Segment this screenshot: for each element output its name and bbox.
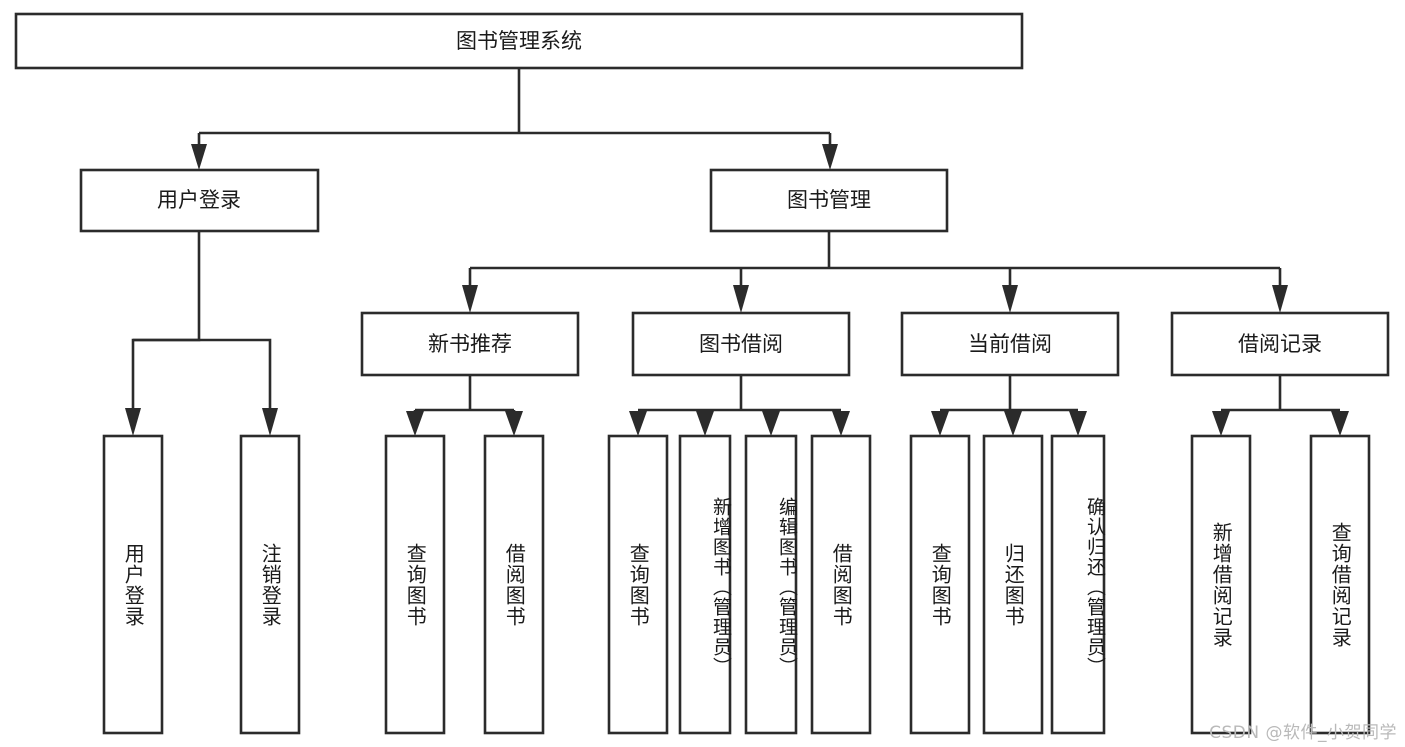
arrow-head-leaf-user-logout xyxy=(262,408,278,436)
arrow-head-leaf-edit-book xyxy=(762,411,780,436)
connector-layer xyxy=(125,68,1349,436)
node-new-book-rec[interactable]: 新书推荐 xyxy=(360,311,580,377)
node-user-login-box[interactable] xyxy=(79,168,320,233)
arrow-head-leaf-user-login xyxy=(125,408,141,436)
leaf-query-book-1-box[interactable] xyxy=(384,434,446,735)
node-root[interactable]: 图书管理系统 xyxy=(14,12,1024,70)
arrow-head-leaf-query-book-3 xyxy=(931,411,949,436)
node-book-borrow-box[interactable] xyxy=(631,311,851,377)
node-book-borrow-label: 图书借阅 xyxy=(699,332,783,356)
node-current-borrow[interactable]: 当前借阅 xyxy=(900,311,1120,377)
node-user-login-label: 用户登录 xyxy=(157,188,241,212)
node-root-label: 图书管理系统 xyxy=(456,29,582,53)
leaf-query-record-box[interactable] xyxy=(1309,434,1371,735)
node-borrow-record-box[interactable] xyxy=(1170,311,1390,377)
arrow-head-current-borrow xyxy=(1002,285,1018,313)
connector-userlogin-bus xyxy=(133,338,272,410)
arrow-head-leaf-add-book xyxy=(696,411,714,436)
arrow-head-leaf-query-record xyxy=(1331,411,1349,436)
leaf-return-book-box[interactable] xyxy=(982,434,1044,735)
arrow-head-leaf-confirm-return xyxy=(1069,411,1087,436)
arrow-head-book-borrow xyxy=(733,285,749,313)
node-borrow-record-label: 借阅记录 xyxy=(1238,332,1322,356)
node-new-book-rec-box[interactable] xyxy=(360,311,580,377)
leaf-box-layer xyxy=(102,434,1371,735)
arrow-head-leaf-return-book xyxy=(1004,411,1022,436)
node-book-manage-label: 图书管理 xyxy=(787,188,871,212)
node-new-book-rec-label: 新书推荐 xyxy=(428,332,512,356)
node-book-manage-box[interactable] xyxy=(709,168,949,233)
arrow-head-borrow-record xyxy=(1272,285,1288,313)
arrow-head-leaf-query-book-2 xyxy=(629,411,647,436)
node-root-box[interactable] xyxy=(14,12,1024,70)
node-book-borrow[interactable]: 图书借阅 xyxy=(631,311,851,377)
arrow-head-user-login xyxy=(191,144,207,170)
arrow-head-leaf-borrow-book-1 xyxy=(505,411,523,436)
leaf-query-book-3-box[interactable] xyxy=(909,434,971,735)
arrow-head-leaf-query-book-1 xyxy=(406,411,424,436)
leaf-edit-book-box[interactable] xyxy=(744,434,798,735)
arrow-head-book-manage xyxy=(822,144,838,170)
arrow-head-leaf-borrow-book-2 xyxy=(832,411,850,436)
node-current-borrow-box[interactable] xyxy=(900,311,1120,377)
node-current-borrow-label: 当前借阅 xyxy=(968,332,1052,356)
node-borrow-record[interactable]: 借阅记录 xyxy=(1170,311,1390,377)
connector-userlogin-stem xyxy=(131,231,201,410)
node-user-login[interactable]: 用户登录 xyxy=(79,168,320,233)
csdn-watermark: CSDN @软件_小贺同学 xyxy=(1209,723,1397,743)
leaf-borrow-book-1-box[interactable] xyxy=(483,434,545,735)
leaf-confirm-return-box[interactable] xyxy=(1050,434,1106,735)
arrow-head-new-book-rec xyxy=(462,285,478,313)
node-book-manage[interactable]: 图书管理 xyxy=(709,168,949,233)
leaf-user-logout-box[interactable] xyxy=(239,434,301,735)
leaf-query-book-2-box[interactable] xyxy=(607,434,669,735)
arrow-head-leaf-add-record xyxy=(1212,411,1230,436)
leaf-add-book-box[interactable] xyxy=(678,434,732,735)
leaf-add-record-box[interactable] xyxy=(1190,434,1252,735)
leaf-borrow-book-2-box[interactable] xyxy=(810,434,872,735)
leaf-user-login-box[interactable] xyxy=(102,434,164,735)
